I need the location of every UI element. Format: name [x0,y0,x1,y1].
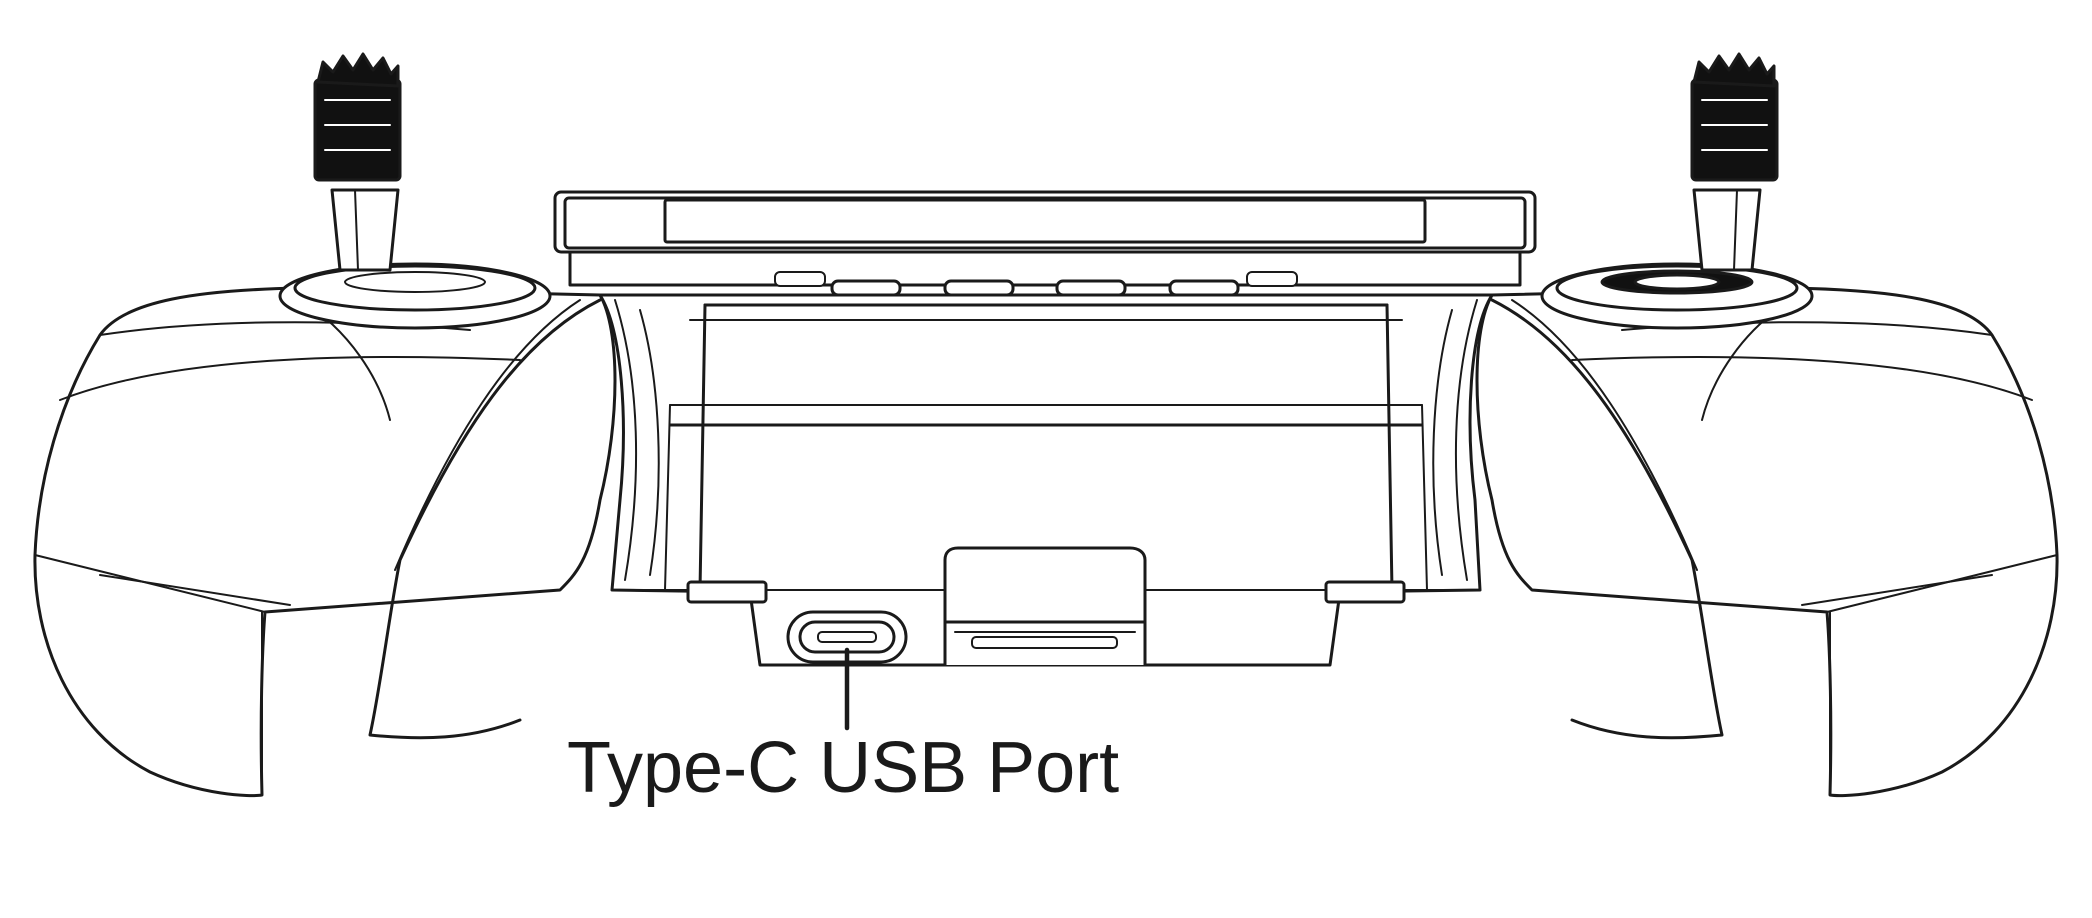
left-grip [33,286,617,798]
left-control-stick [278,52,552,330]
top-buttons [774,271,1298,297]
right-grip [1475,286,2059,798]
usb-port-callout-label: Type-C USB Port [567,728,1120,808]
right-control-stick [1540,52,1814,330]
center-body [598,293,1494,667]
display-bar [553,190,1537,287]
type-c-usb-port [786,610,908,664]
card-slot-cover [943,546,1147,667]
